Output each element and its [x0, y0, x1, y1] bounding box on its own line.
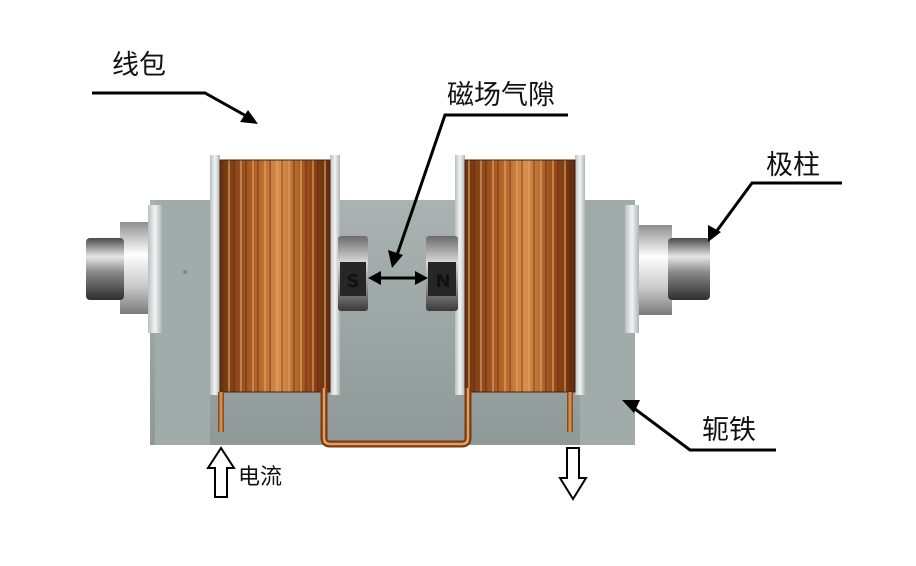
coil-leader-line [92, 91, 258, 124]
left-pole-post [86, 205, 162, 333]
air-gap-leader-line [388, 113, 568, 268]
north-pole-piece: N [426, 236, 458, 311]
air-gap-double-arrow [368, 271, 428, 285]
north-pole-label: N [435, 271, 450, 292]
right-pole-post [625, 205, 710, 333]
yoke-label: 轭铁 [702, 415, 756, 446]
lead-wires [218, 388, 573, 448]
current-in-arrow [206, 446, 236, 498]
coil-label: 线包 [112, 50, 166, 81]
yoke-leader-line [622, 400, 776, 452]
south-pole-piece: S [338, 236, 368, 311]
left-coil [210, 155, 340, 395]
current-out-arrow [558, 447, 588, 501]
pole-post-leader-line [708, 181, 842, 242]
pole-post-label: 极柱 [766, 150, 820, 181]
right-coil [455, 155, 585, 395]
south-pole-label: S [347, 271, 360, 292]
current-label: 电流 [238, 465, 282, 490]
air-gap-label: 磁场气隙 [447, 80, 555, 111]
